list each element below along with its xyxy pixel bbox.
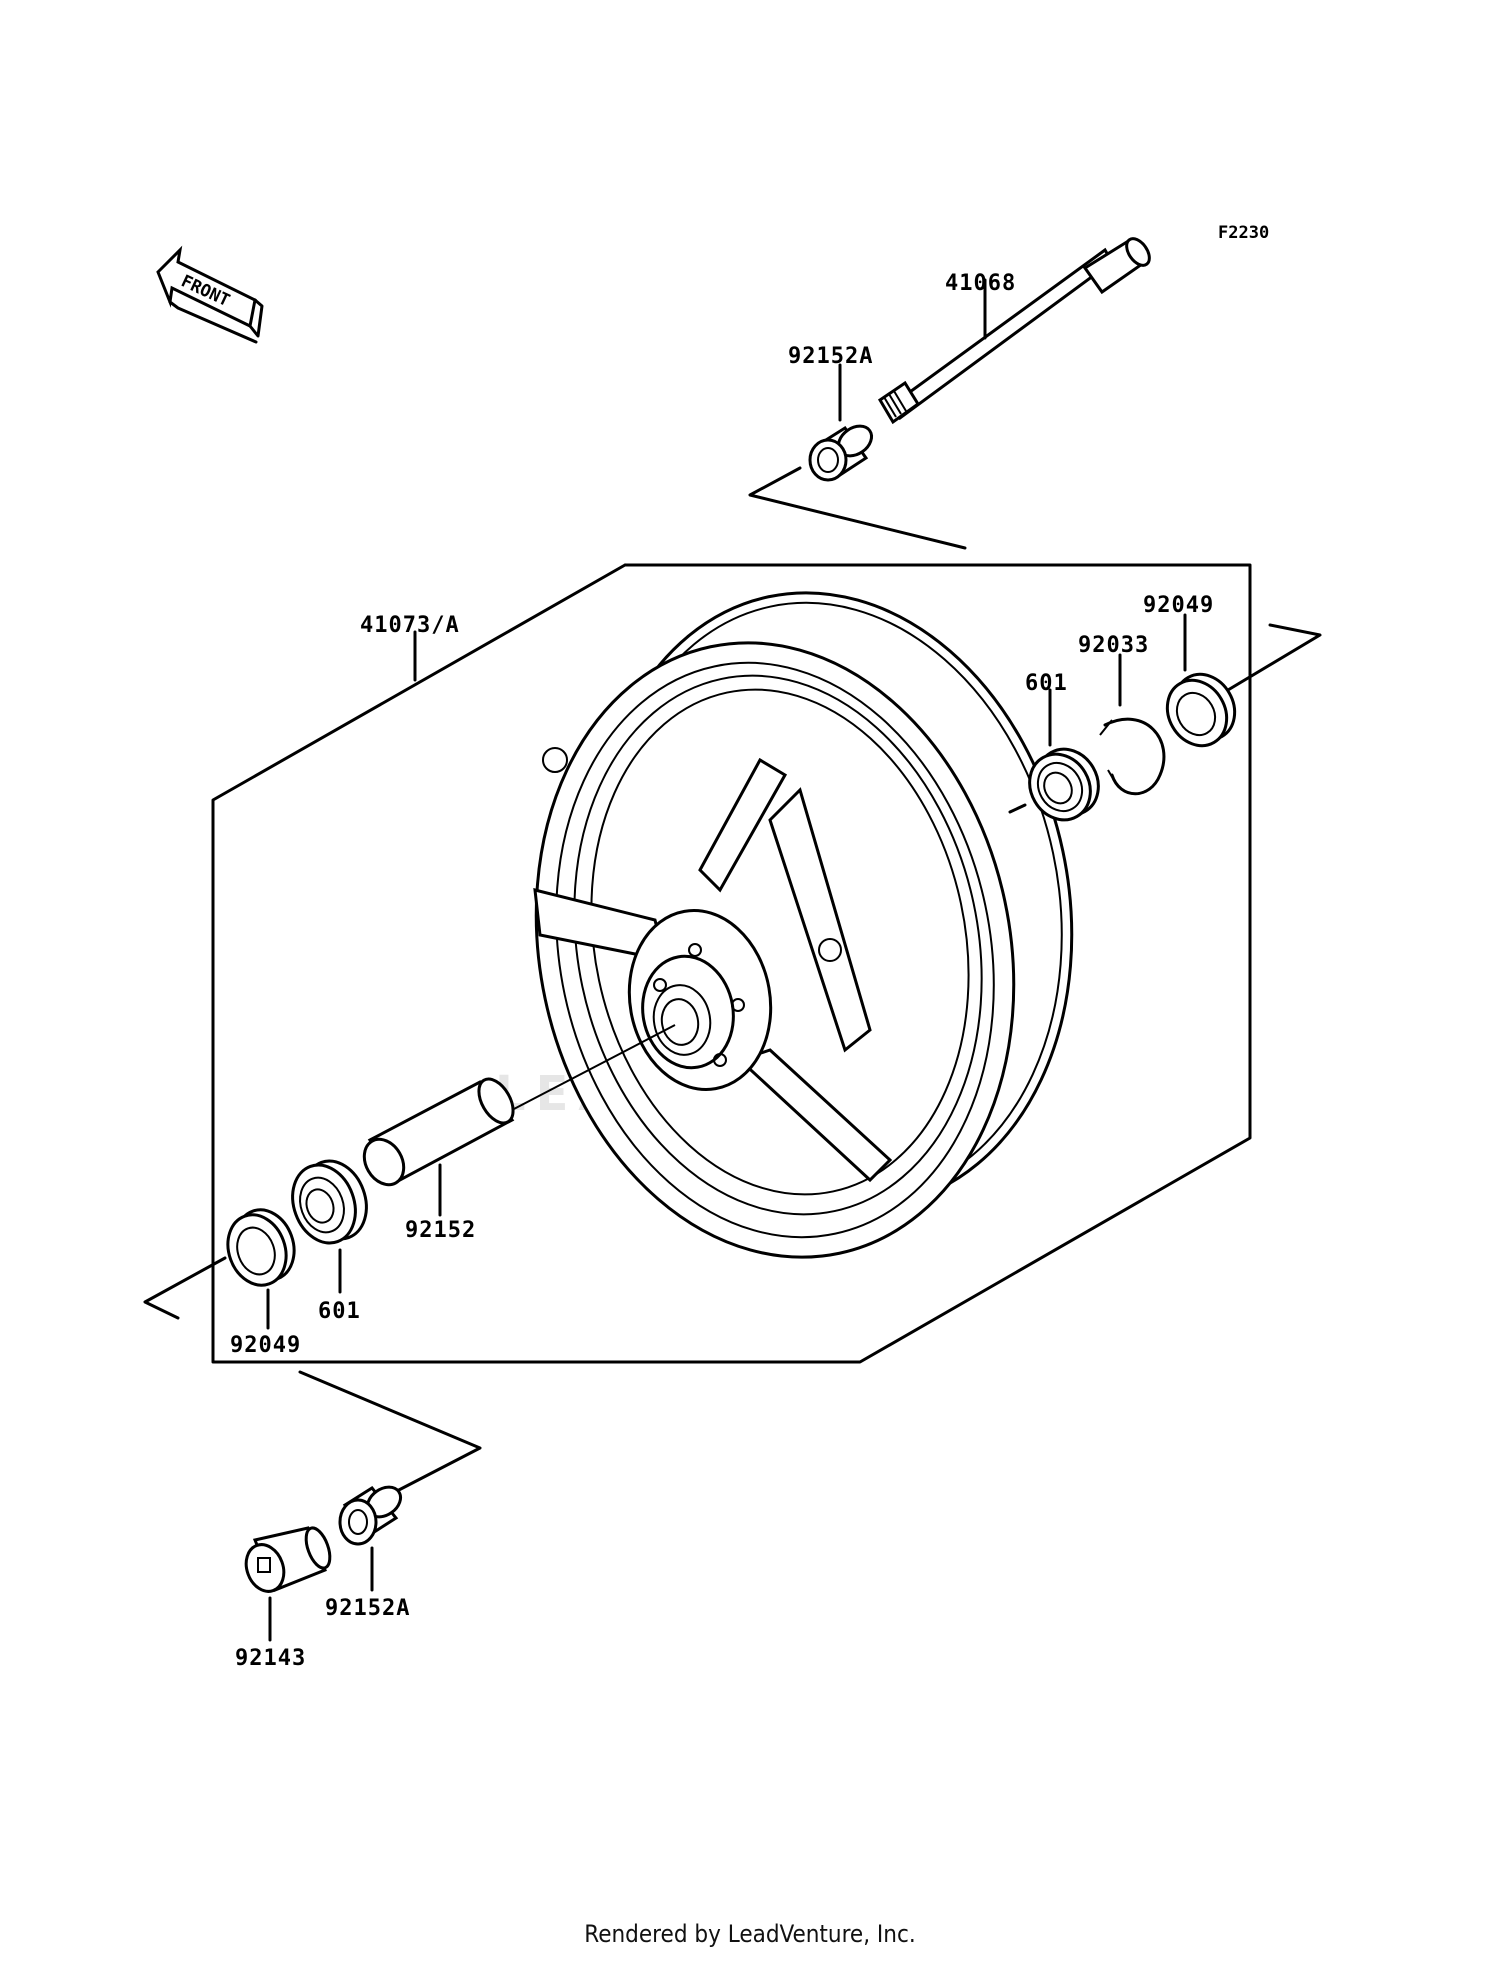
- label-wheel: 41073/A: [360, 613, 460, 638]
- label-bearing-right: 601: [1025, 671, 1068, 696]
- label-collar-lower: 92152A: [325, 1596, 410, 1621]
- label-circlip: 92033: [1078, 633, 1149, 658]
- spacer-part[interactable]: [356, 1073, 520, 1192]
- oil-seal-right-part[interactable]: [1156, 664, 1246, 757]
- label-bearing-left: 601: [318, 1299, 361, 1324]
- bearing-left-part[interactable]: [282, 1152, 377, 1252]
- plug-part[interactable]: [240, 1525, 335, 1597]
- oil-seal-left-part[interactable]: [218, 1202, 303, 1294]
- label-oil-seal-left: 92049: [230, 1333, 301, 1358]
- label-oil-seal-right: 92049: [1143, 593, 1214, 618]
- label-plug: 92143: [235, 1646, 306, 1671]
- wheel-part[interactable]: [481, 548, 1128, 1302]
- label-axle: 41068: [945, 271, 1016, 296]
- collar-lower-part[interactable]: [338, 1481, 406, 1546]
- footer-credit: Rendered by LeadVenture, Inc.: [584, 1920, 916, 1948]
- label-collar-upper: 92152A: [788, 344, 873, 369]
- figure-id: F2230: [1218, 223, 1269, 243]
- circlip-part[interactable]: [1099, 717, 1166, 796]
- label-spacer: 92152: [405, 1218, 476, 1243]
- bearing-right-part[interactable]: [1018, 738, 1110, 831]
- axle-part[interactable]: [877, 235, 1154, 425]
- front-arrow-icon: FRONT: [156, 245, 264, 344]
- collar-upper-part[interactable]: [808, 420, 877, 482]
